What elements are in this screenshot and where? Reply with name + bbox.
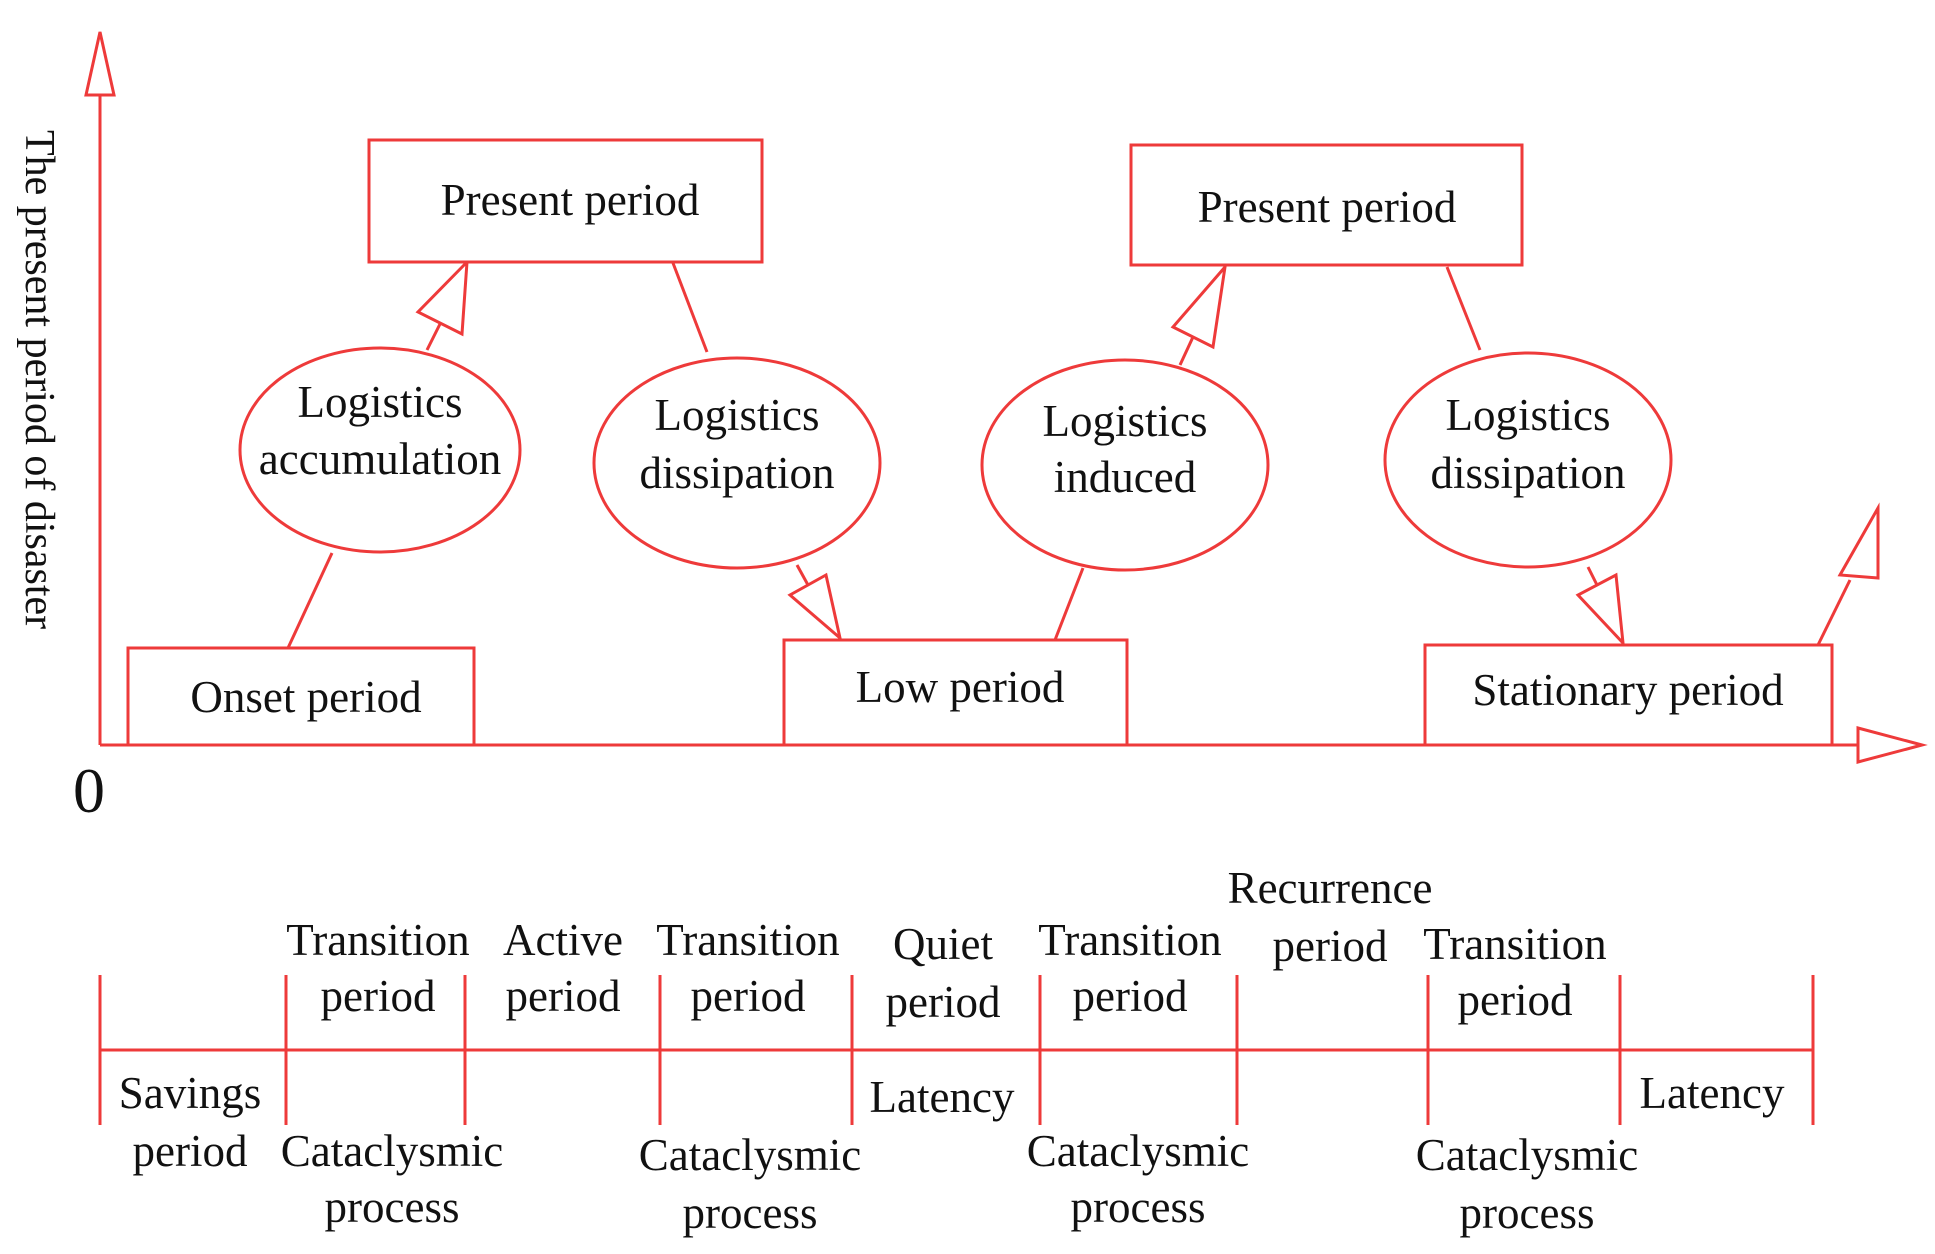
oval-logistics-dissipation-1: Logistics dissipation — [592, 356, 882, 570]
svg-text:Cataclysmic: Cataclysmic — [1027, 1126, 1249, 1176]
oval-logistics-dissipation-2: Logistics dissipation — [1383, 351, 1673, 569]
connector-present2-to-dissipation2 — [1445, 266, 1482, 351]
connector-present1-to-dissipation1 — [671, 262, 709, 353]
timeline-label-savings: Savings period — [119, 1068, 262, 1176]
period-boxes: Onset period Present period Low period P… — [126, 138, 1834, 747]
timeline-label-transition-1: Transition period — [286, 915, 469, 1021]
svg-text:period: period — [1273, 921, 1388, 971]
timeline-label-cataclysmic-3: Cataclysmic process — [1027, 1126, 1249, 1232]
svg-text:accumulation: accumulation — [259, 434, 501, 484]
timeline-label-cataclysmic-2: Cataclysmic process — [639, 1130, 861, 1238]
timeline-label-recurrence: Recurrence period — [1228, 863, 1433, 971]
svg-text:Transition: Transition — [1038, 915, 1221, 965]
timeline-label-transition-2: Transition period — [656, 915, 839, 1021]
timeline-label-cataclysmic-1: Cataclysmic process — [281, 1126, 503, 1232]
svg-text:Cataclysmic: Cataclysmic — [1416, 1130, 1638, 1180]
svg-text:period: period — [321, 971, 436, 1021]
svg-text:Transition: Transition — [1423, 919, 1606, 969]
svg-text:Cataclysmic: Cataclysmic — [639, 1130, 861, 1180]
arrowhead-to-present1-icon — [415, 258, 469, 337]
timeline-label-cataclysmic-4: Cataclysmic process — [1416, 1130, 1638, 1238]
svg-text:process: process — [683, 1188, 818, 1238]
svg-text:dissipation: dissipation — [639, 448, 834, 498]
connector-onset-to-accumulation — [286, 552, 334, 649]
svg-text:period: period — [1073, 971, 1188, 1021]
svg-text:period: period — [886, 977, 1001, 1027]
svg-text:period: period — [133, 1126, 248, 1176]
svg-text:Recurrence: Recurrence — [1228, 863, 1433, 913]
connector-induced-to-present2 — [1178, 336, 1195, 366]
connector-dissipation2-to-stationary — [1586, 566, 1599, 586]
x-axis-arrowhead-icon — [1856, 726, 1928, 764]
svg-text:Stationary period: Stationary period — [1472, 665, 1783, 715]
box-stationary-period: Stationary period — [1423, 643, 1834, 747]
svg-text:period: period — [506, 971, 621, 1021]
svg-text:Quiet: Quiet — [893, 919, 993, 969]
svg-text:Onset period: Onset period — [190, 672, 421, 722]
svg-text:Latency: Latency — [870, 1072, 1015, 1122]
origin-label: 0 — [73, 755, 105, 826]
timeline-label-quiet: Quiet period — [886, 919, 1001, 1027]
box-present-period-2: Present period — [1129, 143, 1524, 267]
svg-text:Transition: Transition — [656, 915, 839, 965]
svg-text:Latency: Latency — [1640, 1068, 1785, 1118]
process-ovals: Logistics accumulation Logistics dissipa… — [238, 346, 1673, 572]
timeline: Transition period Active period Transiti… — [98, 863, 1815, 1238]
arrowhead-onward-icon — [1837, 502, 1880, 580]
timeline-label-latency-2: Latency — [1640, 1068, 1785, 1118]
svg-text:Low period: Low period — [856, 662, 1065, 712]
connectors — [286, 258, 1880, 649]
svg-text:Transition: Transition — [286, 915, 469, 965]
svg-text:induced: induced — [1054, 452, 1196, 502]
svg-text:process: process — [1460, 1188, 1595, 1238]
svg-text:Logistics: Logistics — [655, 390, 820, 440]
timeline-label-latency-1: Latency — [870, 1072, 1015, 1122]
svg-text:dissipation: dissipation — [1430, 448, 1625, 498]
box-low-period: Low period — [782, 638, 1129, 747]
svg-text:period: period — [1458, 975, 1573, 1025]
timeline-label-active: Active period — [503, 915, 623, 1021]
arrowhead-to-low-icon — [787, 572, 843, 643]
arrowhead-to-stationary-icon — [1575, 572, 1625, 648]
svg-text:Active: Active — [503, 915, 623, 965]
svg-text:Present period: Present period — [441, 175, 700, 225]
svg-text:process: process — [1071, 1182, 1206, 1232]
svg-text:Cataclysmic: Cataclysmic — [281, 1126, 503, 1176]
connector-stationary-onward — [1816, 579, 1852, 646]
svg-text:process: process — [325, 1182, 460, 1232]
svg-text:period: period — [691, 971, 806, 1021]
box-onset-period: Onset period — [126, 646, 476, 747]
timeline-label-transition-3: Transition period — [1038, 915, 1221, 1021]
y-axis-arrowhead-icon — [84, 31, 116, 97]
svg-text:Logistics: Logistics — [298, 377, 463, 427]
y-axis-label: The present period of disaster — [16, 130, 62, 629]
timeline-label-transition-4: Transition period — [1423, 919, 1606, 1025]
svg-text:Present period: Present period — [1198, 182, 1457, 232]
connector-accumulation-to-present1 — [425, 321, 443, 351]
oval-logistics-accumulation: Logistics accumulation — [238, 346, 522, 554]
svg-text:Logistics: Logistics — [1043, 396, 1208, 446]
connector-dissipation1-to-low — [795, 564, 810, 586]
svg-text:Savings: Savings — [119, 1068, 262, 1118]
svg-text:Logistics: Logistics — [1446, 390, 1611, 440]
connector-low-to-induced — [1053, 567, 1085, 641]
arrowhead-to-present2-icon — [1170, 262, 1228, 350]
oval-logistics-induced: Logistics induced — [980, 358, 1270, 572]
box-present-period-1: Present period — [367, 138, 764, 264]
